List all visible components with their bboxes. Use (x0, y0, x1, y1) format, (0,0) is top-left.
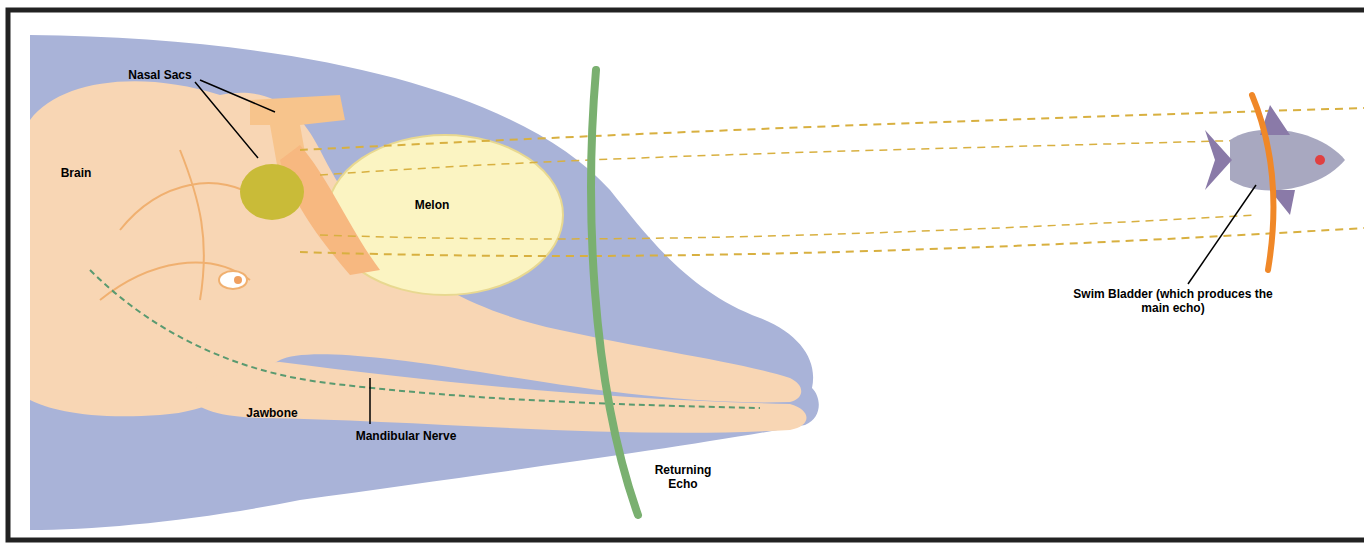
part-label: Jawbone (246, 406, 297, 420)
part-label: Nasal Sacs (128, 68, 191, 82)
part-label: Brain (61, 166, 92, 180)
part-label: Returning Echo (648, 463, 718, 491)
part-label: Melon (415, 198, 450, 212)
part-label: Mandibular Nerve (356, 429, 457, 443)
part-label: Swim Bladder (which produces the main ec… (1073, 287, 1273, 315)
